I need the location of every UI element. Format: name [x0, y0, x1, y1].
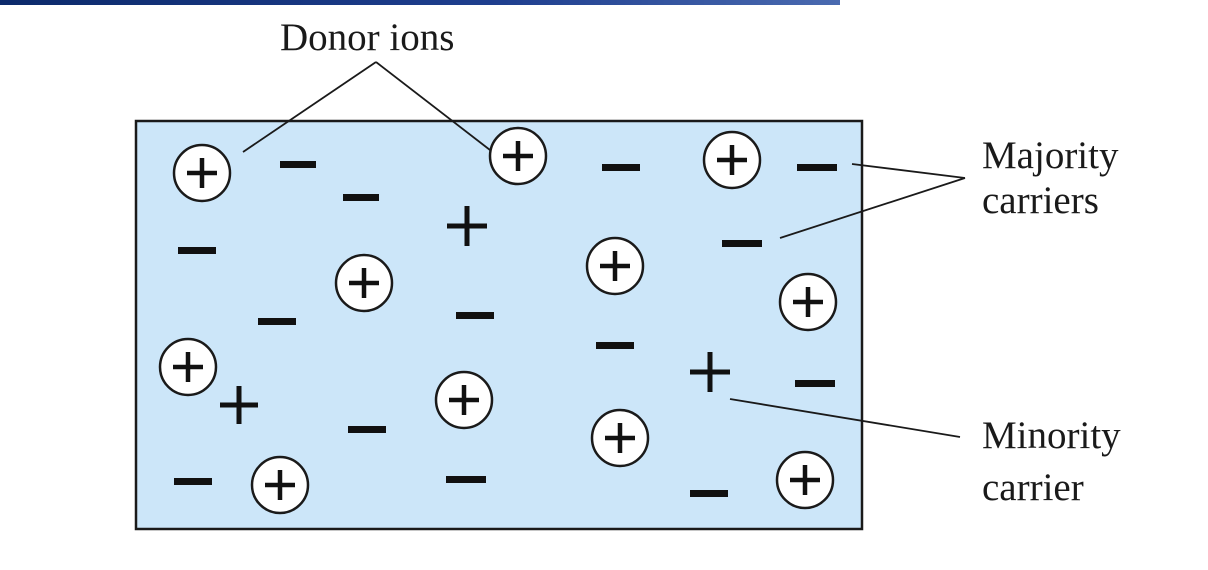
- free-electron: [797, 164, 837, 171]
- free-electron: [795, 380, 835, 387]
- donor-leader-line-right: [375, 61, 491, 151]
- free-electron: [343, 194, 379, 201]
- leader-lines: [242, 61, 966, 438]
- donor-ion: [590, 408, 650, 468]
- semiconductor-block: [134, 119, 864, 531]
- free-electron: [456, 312, 494, 319]
- donor-ion: [585, 236, 645, 296]
- donor-ions-group: [158, 126, 838, 515]
- donor-ion: [250, 455, 310, 515]
- minority-carrier-label-line2: carrier: [982, 466, 1084, 509]
- donor-ion: [172, 143, 232, 203]
- minority-carrier-label-line1: Minority: [982, 414, 1121, 457]
- minority-leader-line: [729, 398, 961, 438]
- free-electron: [446, 476, 486, 483]
- holes-group: [220, 206, 730, 424]
- free-electron: [174, 478, 212, 485]
- hole: [447, 206, 487, 246]
- donor-ion: [775, 450, 835, 510]
- majority-carriers-label-line1: Majority: [982, 134, 1119, 177]
- donor-ion: [158, 337, 218, 397]
- header-bar: [0, 0, 840, 5]
- free-electron: [690, 490, 728, 497]
- hole: [690, 352, 730, 392]
- free-electron: [348, 426, 386, 433]
- majority-leader-line-upper: [851, 163, 966, 179]
- free-electron: [602, 164, 640, 171]
- free-electron: [178, 247, 216, 254]
- majority-leader-line-lower: [779, 177, 966, 239]
- majority-carriers-label-line2: carriers: [982, 179, 1099, 222]
- donor-ion: [434, 370, 494, 430]
- donor-ion: [488, 126, 548, 186]
- donor-ion: [334, 253, 394, 313]
- free-electron: [596, 342, 634, 349]
- free-electron: [280, 161, 316, 168]
- donor-ion: [778, 272, 838, 332]
- free-electron: [722, 240, 762, 247]
- donor-leader-line-left: [242, 61, 377, 153]
- free-electron: [258, 318, 296, 325]
- donor-ions-label: Donor ions: [280, 16, 454, 59]
- free-electrons-group: [174, 161, 837, 497]
- donor-ion: [702, 130, 762, 190]
- hole: [220, 386, 258, 424]
